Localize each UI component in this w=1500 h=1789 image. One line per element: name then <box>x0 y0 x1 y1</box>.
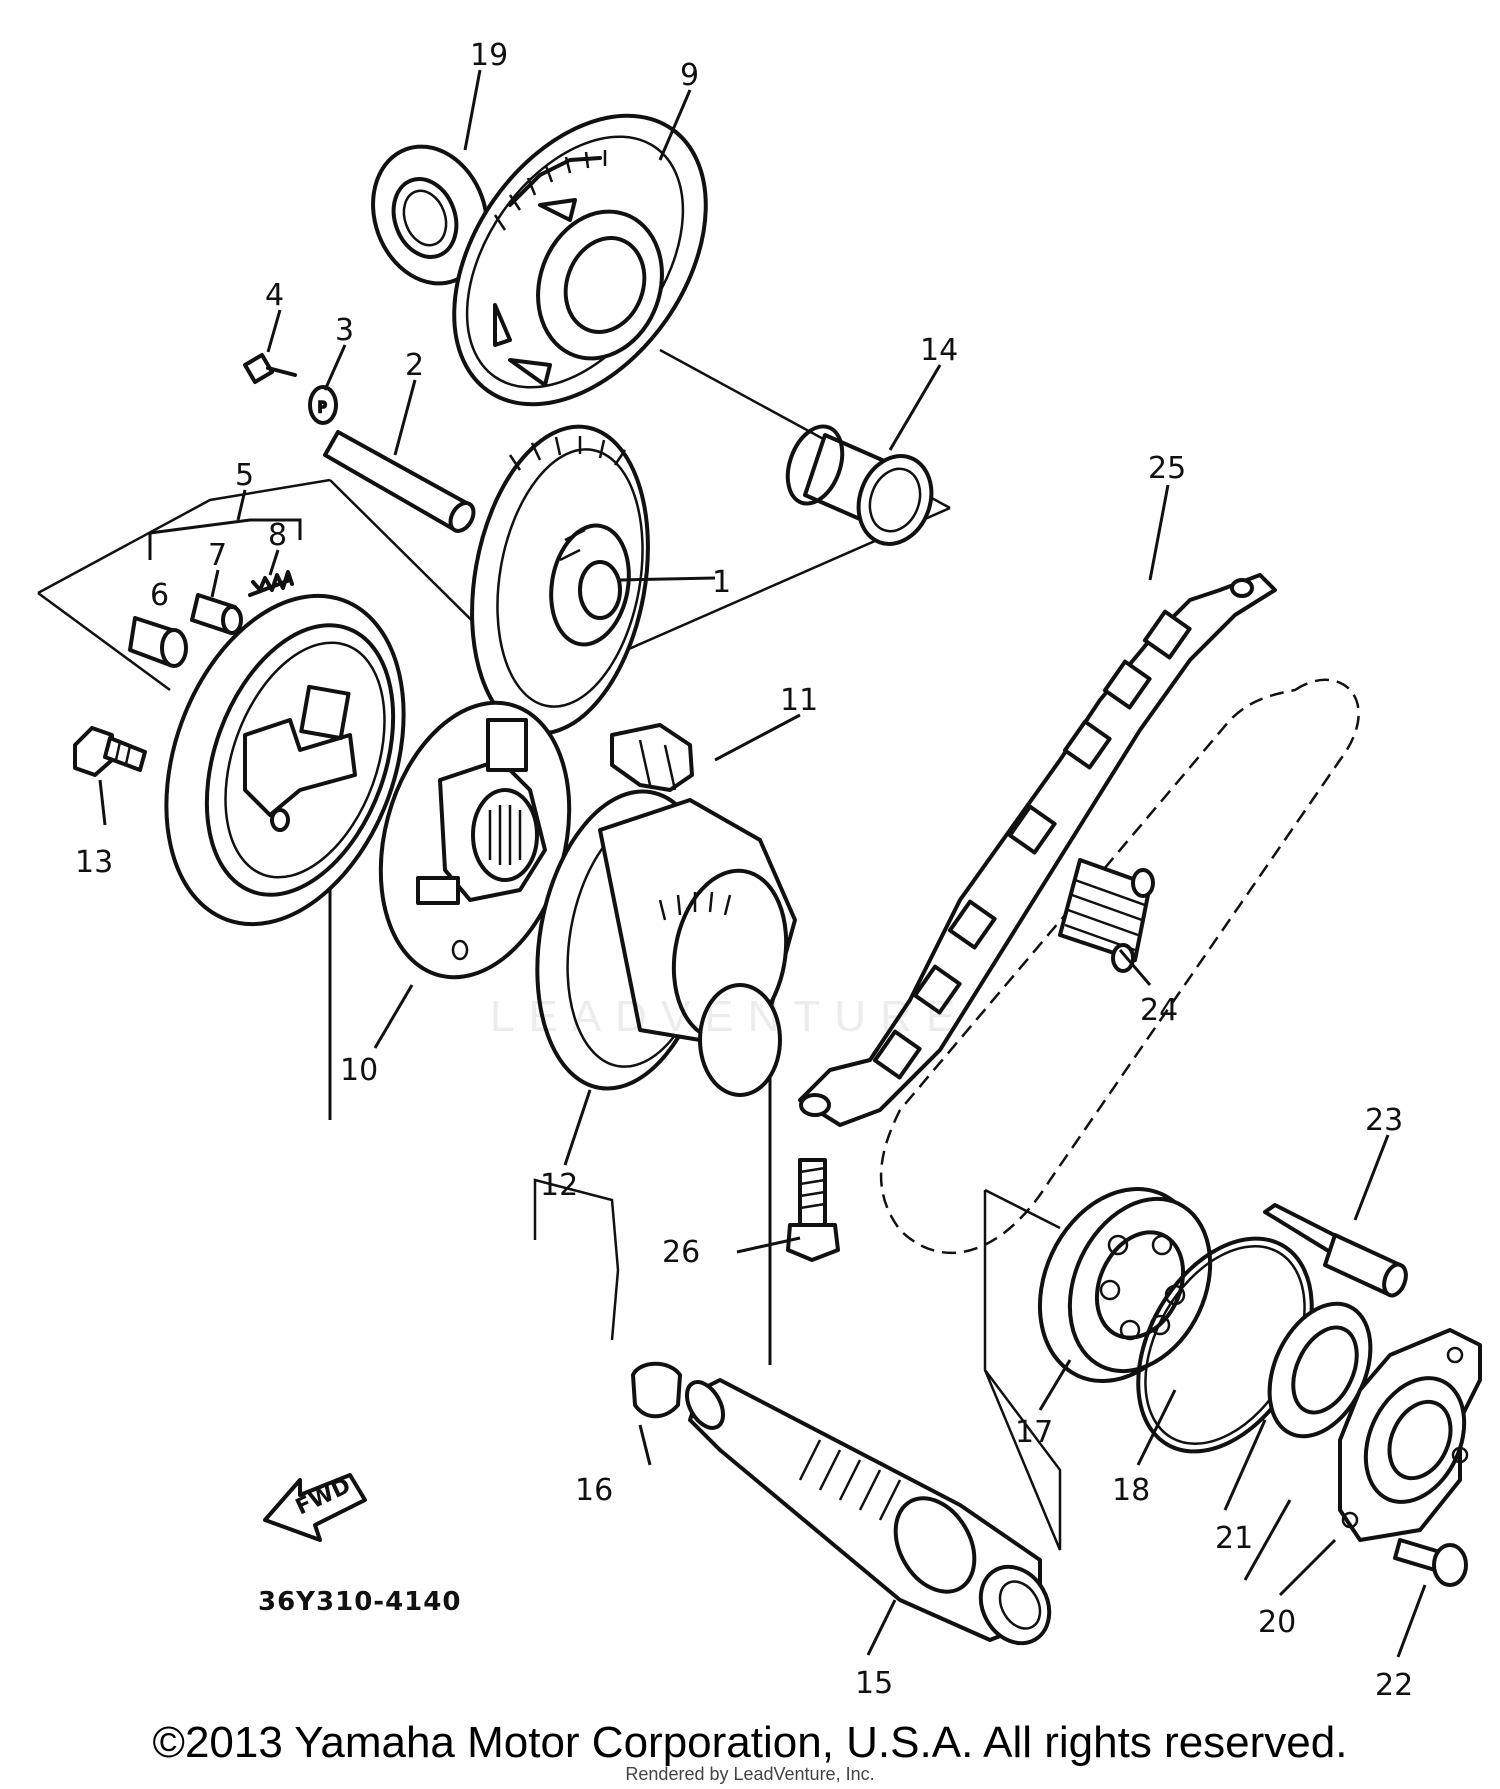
callout-12: 12 <box>540 1168 578 1203</box>
bearing-housing-20 <box>1338 1328 1482 1542</box>
svg-text:P: P <box>318 400 326 416</box>
callout-22: 22 <box>1375 1668 1413 1703</box>
callout-17: 17 <box>1015 1415 1053 1450</box>
callout-16: 16 <box>575 1473 613 1508</box>
callout-3: 3 <box>335 313 354 348</box>
collar-14 <box>785 424 934 546</box>
callout-6: 6 <box>150 578 169 613</box>
bearing-17 <box>1037 1186 1213 1384</box>
screw-22 <box>1393 1538 1468 1587</box>
bolt-13 <box>73 726 147 777</box>
callout-4: 4 <box>265 278 284 313</box>
forward-arrow-icon: FWD <box>263 1473 367 1542</box>
roller-11 <box>610 723 694 792</box>
damper-24 <box>1058 858 1155 973</box>
callout-14: 14 <box>920 333 958 368</box>
plug-16 <box>631 1361 682 1419</box>
bearing-19 <box>371 144 489 286</box>
callout-11: 11 <box>780 683 818 718</box>
copyright-notice: ©2013 Yamaha Motor Corporation, U.S.A. A… <box>152 1718 1348 1767</box>
pin-23 <box>1263 1203 1408 1298</box>
clutch-housing <box>164 593 406 927</box>
callout-20: 20 <box>1258 1605 1296 1640</box>
callout-23: 23 <box>1365 1103 1403 1138</box>
leader-lines <box>98 69 1427 1658</box>
starter-clutch-gear-12 <box>535 789 797 1097</box>
chain-loop <box>879 678 1360 1254</box>
rendered-by-notice: Rendered by LeadVenture, Inc. <box>625 1764 875 1784</box>
screw-4 <box>243 353 297 384</box>
plate-3: P <box>308 385 338 425</box>
spring-8 <box>248 570 294 597</box>
callout-26: 26 <box>662 1235 700 1270</box>
callout-10: 10 <box>340 1053 378 1088</box>
bolt-26 <box>786 1158 840 1262</box>
callout-18: 18 <box>1112 1473 1150 1508</box>
callout-1: 1 <box>712 565 731 600</box>
callout-13: 13 <box>75 845 113 880</box>
watermark: LEADVENTURE <box>490 992 970 1041</box>
callout-2: 2 <box>405 348 424 383</box>
callout-21: 21 <box>1215 1521 1253 1556</box>
roller-6 <box>128 616 188 668</box>
callout-24: 24 <box>1140 993 1178 1028</box>
one-way-clutch-10 <box>378 700 572 980</box>
callout-25: 25 <box>1148 451 1186 486</box>
callout-8: 8 <box>268 518 287 553</box>
shaft-2 <box>323 430 476 533</box>
callout-9: 9 <box>680 58 699 93</box>
callout-labels: 19 9 4 3 2 14 5 8 7 6 1 13 25 11 10 12 2… <box>75 38 1413 1703</box>
callout-5: 5 <box>235 458 254 493</box>
callout-15: 15 <box>855 1666 893 1701</box>
spring-cap-7 <box>190 593 243 635</box>
diagram-part-number: 36Y310-4140 <box>258 1587 461 1617</box>
shaft-15 <box>684 1378 1052 1646</box>
wheel-gear-1 <box>470 424 650 736</box>
callout-7: 7 <box>208 538 227 573</box>
idle-gear-9 <box>452 113 708 407</box>
callout-19: 19 <box>470 38 508 73</box>
chain-guide-25 <box>798 573 1277 1127</box>
